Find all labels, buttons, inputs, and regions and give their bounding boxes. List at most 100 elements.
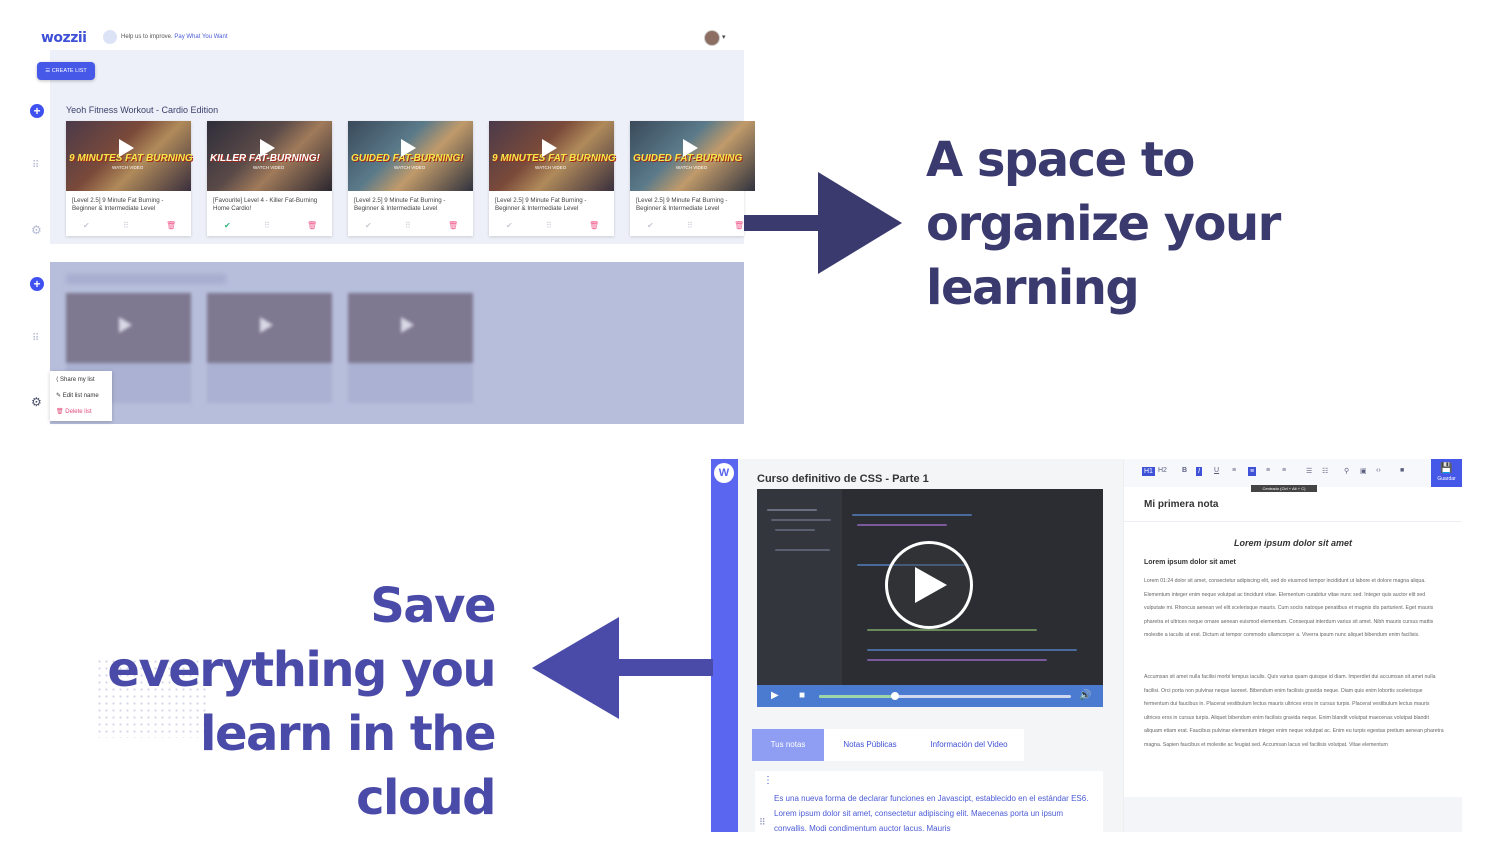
video-thumbnail[interactable]: GUIDED FAT-BURNING! WATCH VIDEO <box>348 121 473 191</box>
drag-handle-icon[interactable]: ⠿ <box>687 221 693 230</box>
code-icon[interactable]: ‹› <box>1376 467 1381 474</box>
code-line <box>857 524 947 526</box>
code-line <box>852 514 972 516</box>
drag-handle-icon[interactable]: ⠿ <box>759 817 766 827</box>
drag-handle-icon[interactable]: ⠿ <box>32 160 39 171</box>
image-icon[interactable]: ▣ <box>1360 468 1367 475</box>
drag-handle-icon[interactable]: ⠿ <box>264 221 270 230</box>
align-justify-icon[interactable]: ≡ <box>1282 467 1287 474</box>
align-center-icon[interactable]: ≡ <box>1248 467 1257 476</box>
trash-icon[interactable]: 🗑 <box>734 221 745 230</box>
play-icon[interactable] <box>260 139 275 157</box>
video-card-blurred <box>348 293 473 403</box>
align-right-icon[interactable]: ≡ <box>1266 467 1271 474</box>
delete-list-menu-item[interactable]: 🗑 Delete list <box>56 409 92 415</box>
video-card[interactable]: 9 MINUTES FAT BURNING WATCH VIDEO [Level… <box>489 121 616 236</box>
create-list-label: CREATE LIST <box>51 68 87 74</box>
video-thumbnail[interactable]: GUIDED FAT-BURNING WATCH VIDEO <box>630 121 755 191</box>
save-label: Guardar <box>1437 476 1456 482</box>
edit-list-menu-item[interactable]: ✎ Edit list name <box>56 393 99 399</box>
drag-handle-icon[interactable]: ⠿ <box>32 333 39 344</box>
create-list-button[interactable]: ☰ CREATE LIST <box>37 62 95 80</box>
save-icon: 💾 <box>1440 463 1453 474</box>
code-line <box>775 529 815 531</box>
progress-knob[interactable] <box>890 692 899 700</box>
video-card[interactable]: KILLER FAT-BURNING! WATCH VIDEO [Favouri… <box>207 121 332 236</box>
play-icon[interactable] <box>401 139 416 157</box>
drag-handle-icon[interactable]: ⠿ <box>123 221 129 230</box>
heading2-button[interactable]: H2 <box>1158 467 1167 474</box>
link-icon[interactable]: ⚲ <box>1344 468 1350 475</box>
trash-icon[interactable]: 🗑 <box>307 221 318 230</box>
chevron-down-icon[interactable]: ▾ <box>722 34 726 41</box>
headline-save-cloud: Save everything you learn in the cloud <box>107 578 496 826</box>
note-title[interactable]: Mi primera nota <box>1144 499 1219 510</box>
play-icon[interactable] <box>915 567 947 603</box>
help-icon <box>103 30 117 44</box>
play-icon[interactable] <box>119 139 134 157</box>
gear-icon[interactable]: ⚙ <box>31 223 42 237</box>
drag-handle-icon[interactable]: ⠿ <box>405 221 411 230</box>
video-content <box>757 489 842 707</box>
check-icon[interactable]: ✔ <box>506 221 513 230</box>
stop-icon[interactable]: ■ <box>799 690 806 701</box>
add-video-icon[interactable]: + <box>30 277 44 291</box>
progress-track[interactable] <box>819 695 1071 698</box>
video-thumbnail[interactable]: 9 MINUTES FAT BURNING WATCH VIDEO <box>489 121 616 191</box>
bullet-list-icon[interactable]: ☰ <box>1306 468 1313 475</box>
trash-icon[interactable]: 🗑 <box>589 221 600 230</box>
toolbar-background <box>50 50 744 92</box>
note-text: Es una nueva forma de declarar funciones… <box>774 794 1089 833</box>
trash-icon[interactable]: 🗑 <box>448 221 459 230</box>
check-icon[interactable]: ✔ <box>647 221 654 230</box>
trash-icon[interactable]: 🗑 <box>166 221 177 230</box>
note-item[interactable]: ⋮ Es una nueva forma de declarar funcion… <box>755 771 1103 841</box>
check-icon[interactable]: ✔ <box>224 221 231 230</box>
gear-icon[interactable]: ⚙ <box>31 395 42 409</box>
video-card[interactable]: GUIDED FAT-BURNING! WATCH VIDEO [Level 2… <box>348 121 473 236</box>
check-icon[interactable]: ✔ <box>365 221 372 230</box>
italic-button[interactable]: I <box>1196 467 1202 476</box>
play-icon[interactable]: ▶ <box>771 690 779 701</box>
underline-button[interactable]: U <box>1214 467 1220 474</box>
heading1-button[interactable]: H1 <box>1142 467 1155 476</box>
tab-notas-publicas[interactable]: Notas Públicas <box>843 740 897 749</box>
wozzii-logo[interactable]: W <box>714 463 734 483</box>
check-icon[interactable]: ✔ <box>83 221 90 230</box>
save-button[interactable]: 💾 Guardar <box>1431 459 1462 487</box>
volume-icon[interactable]: 🔊 <box>1079 690 1092 701</box>
tab-informacion-del-video[interactable]: Información del Video <box>930 740 1008 749</box>
bold-button[interactable]: B <box>1182 467 1188 474</box>
drag-handle-icon[interactable]: ⠿ <box>546 221 552 230</box>
video-player[interactable] <box>757 489 1103 707</box>
avatar[interactable] <box>704 30 720 46</box>
video-thumbnail[interactable]: 9 MINUTES FAT BURNING WATCH VIDEO <box>66 121 193 191</box>
help-text: Help us to improve. <box>121 34 173 40</box>
more-options-icon[interactable]: ⋮ <box>763 775 773 786</box>
timestamp-icon[interactable]: ■ <box>1400 467 1405 474</box>
pay-what-you-want-link[interactable]: Pay What You Want <box>174 34 228 40</box>
video-card[interactable]: 9 MINUTES FAT BURNING WATCH VIDEO [Level… <box>66 121 193 236</box>
play-icon[interactable] <box>542 139 557 157</box>
video-thumbnail[interactable]: KILLER FAT-BURNING! WATCH VIDEO <box>207 121 332 191</box>
tab-tus-notas[interactable]: Tus notas <box>752 729 824 761</box>
numbered-list-icon[interactable]: ☷ <box>1322 468 1329 475</box>
wozzii-logo[interactable]: wozzii <box>41 30 87 46</box>
add-video-icon[interactable]: + <box>30 104 44 118</box>
note-paragraph: Lorem 01:24 dolor sit amet, consectetur … <box>1144 578 1434 639</box>
video-title: [Level 2.5] 9 Minute Fat Burning - Begin… <box>636 197 728 212</box>
code-line <box>771 519 831 521</box>
share-list-menu-item[interactable]: ⟨ Share my list <box>56 377 95 383</box>
play-icon[interactable] <box>683 139 698 157</box>
note-subheading: Lorem ipsum dolor sit amet <box>1144 559 1236 566</box>
video-title: [Favourite] Level 4 - Killer Fat-Burning… <box>213 197 318 212</box>
align-left-icon[interactable]: ≡ <box>1232 467 1237 474</box>
card-actions: ✔ ⠿ 🗑 <box>207 221 332 231</box>
list-title: Yeoh Fitness Workout - Cardio Edition <box>66 105 219 115</box>
card-actions: ✔ ⠿ 🗑 <box>630 221 755 231</box>
video-title: [Level 2.5] 9 Minute Fat Burning - Begin… <box>495 197 587 212</box>
video-controls: ▶ ■ 🔊 <box>757 685 1103 707</box>
play-icon <box>401 317 414 333</box>
editor-toolbar: H1 H2 B I U ≡ ≡ ≡ ≡ ☰ ☷ ⚲ ▣ ‹› ■ 💾 Guard… <box>1124 459 1462 487</box>
video-card[interactable]: GUIDED FAT-BURNING WATCH VIDEO [Level 2.… <box>630 121 755 236</box>
